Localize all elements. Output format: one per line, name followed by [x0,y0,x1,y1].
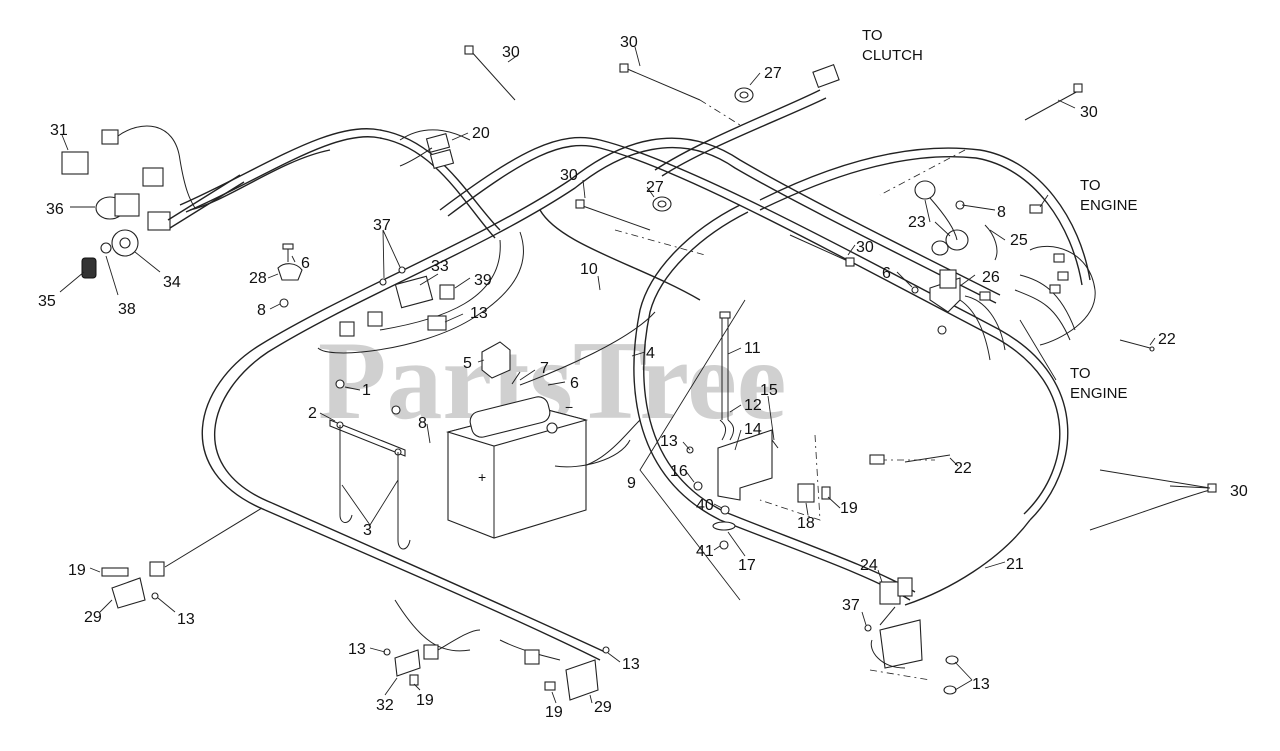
callout-leaders [59,46,1211,704]
callout-2: 2 [308,405,317,422]
main-harness [179,89,1211,661]
connectors-20 [399,132,455,170]
callout-29: 29 [84,609,102,626]
callout-26: 26 [982,269,1000,286]
callout-13: 13 [660,433,678,450]
callout-4: 4 [646,345,655,362]
callout-36: 36 [46,201,64,218]
callout-numbers: 30 30 30 30 30 30 27 27 31 36 35 38 34 2… [38,34,1248,721]
seat-switch-29 [101,507,263,609]
callout-38: 38 [118,301,136,318]
callout-39: 39 [474,272,492,289]
switch-31-icon [61,151,89,175]
relay-18 [797,483,815,503]
callout-17: 17 [738,557,756,574]
callout-22: 22 [1158,331,1176,348]
callout-6: 6 [882,265,891,282]
to-clutch-label-line1: TO [862,27,883,44]
engine-connector [1029,204,1043,214]
callout-11: 11 [744,340,761,357]
callout-41: 41 [696,543,714,560]
callout-9: 9 [627,475,636,492]
callout-6: 6 [570,375,579,392]
callout-5: 5 [463,355,472,372]
key-35-icon [81,257,97,279]
callout-19: 19 [68,562,86,579]
stud-assembly [639,299,779,601]
relay-module-33 [339,266,455,337]
callout-8: 8 [997,204,1006,221]
callout-19: 19 [416,692,434,709]
callout-30: 30 [502,44,520,61]
callout-30: 30 [856,239,874,256]
callout-20: 20 [472,125,490,142]
to-engine-label-2-line2: ENGINE [1070,385,1128,402]
callout-35: 35 [38,293,56,310]
switch-cluster [61,125,245,279]
callout-30: 30 [560,167,578,184]
to-clutch-label-line2: CLUTCH [862,47,923,64]
svg-text:−: − [565,399,573,415]
callout-10: 10 [580,261,598,278]
callout-34: 34 [163,274,181,291]
switch-29 [524,646,610,701]
callout-40: 40 [696,497,714,514]
callout-37: 37 [842,597,860,614]
callout-15: 15 [760,382,778,399]
svg-text:+: + [478,469,486,485]
callout-13: 13 [622,656,640,673]
callout-19: 19 [545,704,563,721]
tie-strap-30 [464,45,1217,493]
callout-6: 6 [301,255,310,272]
callout-3: 3 [363,522,372,539]
callout-13: 13 [348,641,366,658]
hold-down-bracket [329,379,411,550]
callout-27: 27 [764,65,782,82]
callout-14: 14 [744,421,762,438]
callout-22: 22 [954,460,972,477]
callout-32: 32 [376,697,394,714]
callout-27: 27 [646,179,664,196]
battery: + − [445,371,631,539]
callout-24: 24 [860,557,878,574]
nut-38-icon [100,242,112,254]
connector-22 [869,454,885,465]
callout-28: 28 [249,270,267,287]
callout-19: 19 [840,500,858,517]
callout-13: 13 [972,676,990,693]
relay-24 [864,577,959,695]
to-engine-label-1-line2: ENGINE [1080,197,1138,214]
battery-clamp-parts [277,243,303,308]
callout-13: 13 [177,611,195,628]
callout-25: 25 [1010,232,1028,249]
callout-30: 30 [1230,483,1248,500]
callout-23: 23 [908,214,926,231]
callout-8: 8 [418,415,427,432]
solenoid-26 [911,253,1076,361]
callout-16: 16 [670,463,688,480]
callout-18: 18 [797,515,815,532]
callout-30: 30 [1080,104,1098,121]
clip-19 [821,486,831,500]
callout-1: 1 [362,382,371,399]
callout-21: 21 [1006,556,1024,573]
callout-7: 7 [540,360,549,377]
to-engine-label-1-line1: TO [1080,177,1101,194]
callout-33: 33 [431,258,449,275]
callout-30: 30 [620,34,638,51]
callout-37: 37 [373,217,391,234]
callout-13: 13 [470,305,488,322]
clutch-connector [812,64,840,88]
to-engine-label-2-line1: TO [1070,365,1091,382]
callout-8: 8 [257,302,266,319]
battery-cover-5 [481,341,511,379]
callout-29: 29 [594,699,612,716]
switch-32 [383,629,481,686]
callout-12: 12 [744,397,762,414]
callout-31: 31 [50,122,68,139]
dashed-leaders [614,99,966,681]
fuse-holders-23 [914,180,998,261]
